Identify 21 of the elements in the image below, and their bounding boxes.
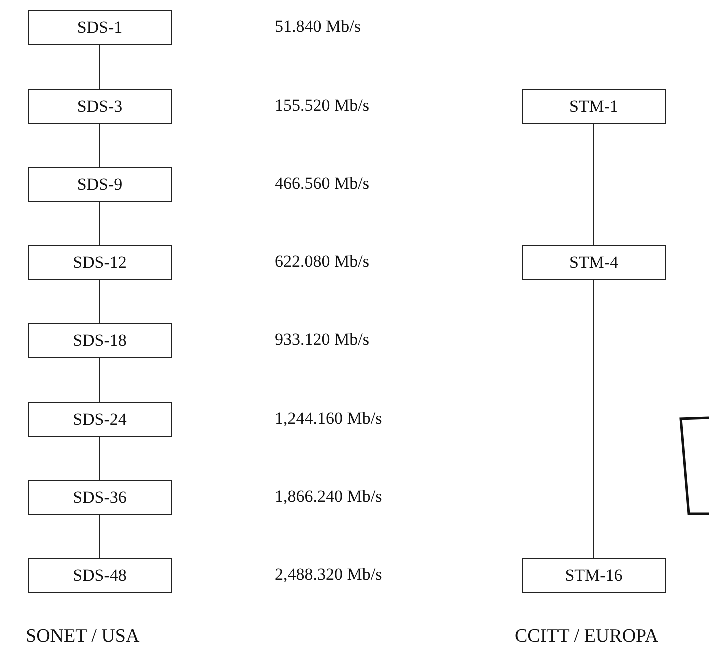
rate-box: SDS-24 [28,402,172,437]
bit-rate-text: 1,866.240 Mb/s [275,487,382,507]
rate-box: STM-1 [522,89,666,124]
rate-box: SDS-36 [28,480,172,515]
bit-rate-text: 51.840 Mb/s [275,17,361,37]
rate-box: SDS-1 [28,10,172,45]
rate-box: SDS-3 [28,89,172,124]
bit-rate-text: 933.120 Mb/s [275,330,370,350]
rate-box: SDS-18 [28,323,172,358]
rate-box: STM-4 [522,245,666,280]
rate-box: SDS-48 [28,558,172,593]
rate-box: SDS-9 [28,167,172,202]
bit-rate-text: 1,244.160 Mb/s [275,409,382,429]
bit-rate-text: 622.080 Mb/s [275,252,370,272]
bit-rate-text: 155.520 Mb/s [275,96,370,116]
standard-caption: SONET / USA [26,626,140,648]
bit-rate-text: 466.560 Mb/s [275,174,370,194]
rate-box: STM-16 [522,558,666,593]
rate-box: SDS-12 [28,245,172,280]
bit-rate-text: 2,488.320 Mb/s [275,565,382,585]
standard-caption: CCITT / EUROPA [515,626,659,648]
